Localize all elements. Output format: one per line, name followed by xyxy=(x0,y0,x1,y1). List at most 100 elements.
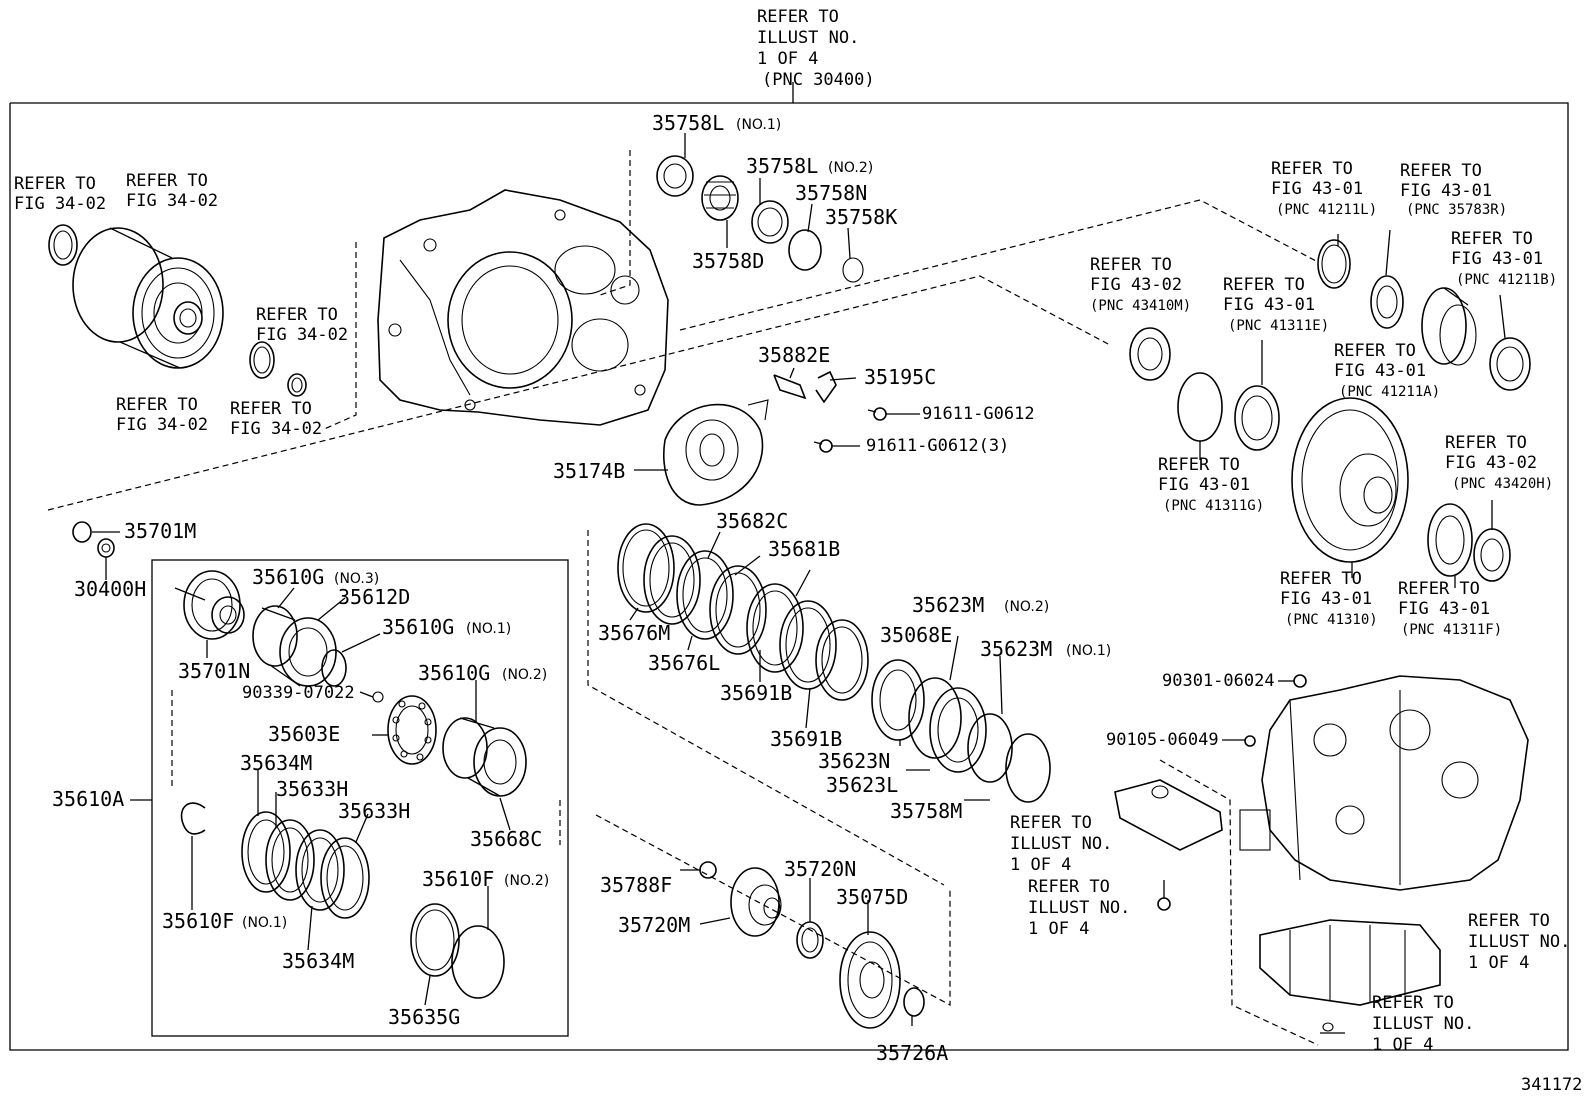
planetary-gear xyxy=(174,570,245,640)
ref-r9-1: REFER TO xyxy=(1280,569,1362,589)
ref-illust-c-3: 1 OF 4 xyxy=(1468,953,1529,973)
note-35610f-no1: (NO.1) xyxy=(242,915,287,931)
ref-r10-1: REFER TO xyxy=(1398,579,1480,599)
needle-bearing xyxy=(701,175,739,221)
part-35623n: 35623N xyxy=(818,749,890,773)
top-ref-line1: REFER TO xyxy=(757,7,839,27)
part-90105-06049: 90105-06049 xyxy=(1106,730,1219,750)
ref-r6-2: FIG 43-01 xyxy=(1334,361,1426,381)
ref-left-a-2: FIG 34-02 xyxy=(14,194,106,214)
transaxle-assembly xyxy=(1239,675,1529,891)
part-90339-07022: 90339-07022 xyxy=(242,683,355,703)
ref-illust-d-2: ILLUST NO. xyxy=(1372,1014,1474,1034)
part-35610f-no1: 35610F xyxy=(162,909,234,933)
thrust-bearing-35603e xyxy=(387,695,437,765)
diagram-id: 341172 xyxy=(1521,1075,1582,1095)
ref-illust-b-3: 1 OF 4 xyxy=(1028,919,1089,939)
top-ref-line3: 1 OF 4 xyxy=(757,49,818,69)
part-35623m-no1: 35623M xyxy=(980,637,1052,661)
clutch-group-box xyxy=(151,559,569,1037)
ref-r4-2: FIG 43-02 xyxy=(1090,275,1182,295)
part-35701m: 35701M xyxy=(124,519,196,543)
ref-r3-pnc: (PNC 41211B) xyxy=(1456,272,1557,288)
clutch-drum-35612d xyxy=(252,605,337,687)
ref-r7-2: FIG 43-01 xyxy=(1158,475,1250,495)
ref-r5-1: REFER TO xyxy=(1223,275,1305,295)
ref-r5-2: FIG 43-01 xyxy=(1223,295,1315,315)
part-35633h-b: 35633H xyxy=(338,799,410,823)
note-35758l-no1: (NO.1) xyxy=(736,117,781,133)
part-35610g-no3: 35610G xyxy=(252,565,324,589)
part-35758k: 35758K xyxy=(825,205,897,229)
part-35634m-bottom: 35634M xyxy=(282,949,354,973)
part-35075d: 35075D xyxy=(836,885,908,909)
assembly-frame xyxy=(9,102,1569,1051)
part-35623l: 35623L xyxy=(826,773,898,797)
note-35610g-no1: (NO.1) xyxy=(466,621,511,637)
ref-illust-b-1: REFER TO xyxy=(1028,877,1110,897)
gear-35075d xyxy=(839,931,901,1029)
gear-35720m xyxy=(730,867,782,937)
clutch-pack-middle xyxy=(617,523,869,701)
part-35882e: 35882E xyxy=(758,343,830,367)
part-35612d: 35612D xyxy=(338,585,410,609)
note-35623m-no2: (NO.2) xyxy=(1004,599,1049,615)
ref-illust-b-2: ILLUST NO. xyxy=(1028,898,1130,918)
ref-left-a-1: REFER TO xyxy=(14,174,96,194)
part-35610g-no1: 35610G xyxy=(382,615,454,639)
part-35758l-no2: 35758L xyxy=(746,154,818,178)
transaxle-housing xyxy=(377,189,669,426)
ref-r2-1: REFER TO xyxy=(1400,161,1482,181)
ref-left-e-2: FIG 34-02 xyxy=(230,419,322,439)
note-35623m-no1: (NO.1) xyxy=(1066,643,1111,659)
ref-r8-2: FIG 43-02 xyxy=(1445,453,1537,473)
part-35758n: 35758N xyxy=(795,181,867,205)
note-35610g-no2: (NO.2) xyxy=(502,667,547,683)
ref-r3-1: REFER TO xyxy=(1451,229,1533,249)
part-35676m: 35676M xyxy=(598,621,670,645)
part-35610a: 35610A xyxy=(52,787,124,811)
ref-illust-c-1: REFER TO xyxy=(1468,911,1550,931)
part-30400h: 30400H xyxy=(74,577,146,601)
ref-illust-a-2: ILLUST NO. xyxy=(1010,834,1112,854)
ref-r1-2: FIG 43-01 xyxy=(1271,179,1363,199)
ref-illust-d-1: REFER TO xyxy=(1372,993,1454,1013)
note-35610f-no2: (NO.2) xyxy=(504,873,549,889)
gear-41211b xyxy=(1421,287,1477,366)
part-35758l-no1: 35758L xyxy=(652,111,724,135)
part-35174b: 35174B xyxy=(553,459,625,483)
ref-r4-pnc: (PNC 43410M) xyxy=(1090,298,1191,314)
ref-left-c-2: FIG 34-02 xyxy=(256,325,348,345)
bolt-91611-a xyxy=(867,407,887,421)
ref-illust-d-3: 1 OF 4 xyxy=(1372,1035,1433,1055)
ref-r3-2: FIG 43-01 xyxy=(1451,249,1543,269)
ref-r9-2: FIG 43-01 xyxy=(1280,589,1372,609)
part-35788f: 35788F xyxy=(600,873,672,897)
part-35610g-no2: 35610G xyxy=(418,661,490,685)
part-35635g: 35635G xyxy=(388,1005,460,1029)
part-35682c: 35682C xyxy=(716,509,788,533)
ref-illust-a-3: 1 OF 4 xyxy=(1010,855,1071,875)
part-35691b-b: 35691B xyxy=(770,727,842,751)
valve-body xyxy=(1259,919,1441,1006)
ref-left-c-1: REFER TO xyxy=(256,305,338,325)
thrust-bearing-35068e xyxy=(871,659,925,741)
part-35758m: 35758M xyxy=(890,799,962,823)
ref-r6-pnc: (PNC 41211A) xyxy=(1339,384,1440,400)
ref-illust-a-1: REFER TO xyxy=(1010,813,1092,833)
part-35068e: 35068E xyxy=(880,623,952,647)
part-35668c: 35668C xyxy=(470,827,542,851)
ref-r8-1: REFER TO xyxy=(1445,433,1527,453)
clutch-drum-35668c xyxy=(442,717,527,797)
oil-baffle xyxy=(663,399,769,506)
part-35720n: 35720N xyxy=(784,857,856,881)
ref-r10-2: FIG 43-01 xyxy=(1398,599,1490,619)
ref-r8-pnc: (PNC 43420H) xyxy=(1452,476,1553,492)
part-90301-06024: 90301-06024 xyxy=(1162,671,1275,691)
ref-left-e-1: REFER TO xyxy=(230,399,312,419)
ref-left-b-1: REFER TO xyxy=(126,171,208,191)
large-ring-gear-41310 xyxy=(1291,397,1409,563)
ref-r4-1: REFER TO xyxy=(1090,255,1172,275)
ref-r6-1: REFER TO xyxy=(1334,341,1416,361)
